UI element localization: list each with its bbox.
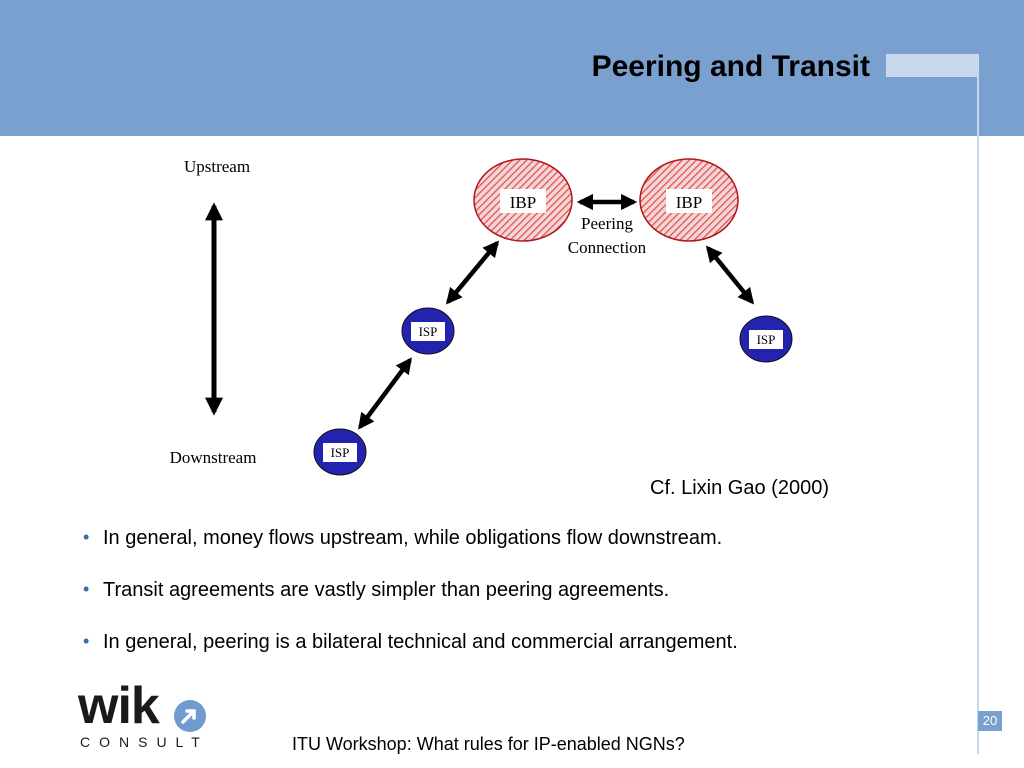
ibp-right-label: IBP bbox=[676, 193, 702, 212]
peering-label-line2: Connection bbox=[568, 238, 647, 257]
bullet-item: • In general, money flows upstream, while… bbox=[80, 527, 738, 553]
vertical-rule bbox=[977, 54, 979, 754]
upstream-label: Upstream bbox=[184, 157, 250, 176]
logo-subtitle: CONSULT bbox=[80, 734, 209, 750]
header-band bbox=[0, 0, 1024, 136]
bullet-text: In general, money flows upstream, while … bbox=[103, 527, 723, 549]
ibp-left-label: IBP bbox=[510, 193, 536, 212]
wik-consult-logo: wik CONSULT bbox=[78, 677, 218, 760]
transit-arrow-right bbox=[705, 245, 755, 305]
isp-node-bottom: ISP bbox=[313, 428, 367, 476]
bullet-text: Transit agreements are vastly simpler th… bbox=[103, 579, 670, 601]
bullet-text: In general, peering is a bilateral techn… bbox=[103, 631, 738, 653]
logo-wordmark: wik bbox=[78, 677, 160, 735]
downstream-label: Downstream bbox=[170, 448, 257, 467]
ibp-node-left: IBP bbox=[473, 158, 573, 242]
isp-bottom-label: ISP bbox=[331, 445, 350, 460]
bullet-list: • In general, money flows upstream, while… bbox=[80, 527, 738, 683]
bullet-dot-icon: • bbox=[83, 631, 90, 651]
peering-label-line1: Peering bbox=[581, 214, 633, 233]
isp-middle-label: ISP bbox=[419, 324, 438, 339]
transit-arrow-left bbox=[445, 240, 500, 305]
bullet-item: • In general, peering is a bilateral tech… bbox=[80, 631, 738, 657]
isp-right-label: ISP bbox=[757, 332, 776, 347]
arrow-circle-icon bbox=[174, 700, 206, 732]
ibp-node-right: IBP bbox=[639, 158, 739, 242]
citation: Cf. Lixin Gao (2000) bbox=[650, 477, 829, 499]
bullet-dot-icon: • bbox=[83, 579, 90, 599]
slide-title: Peering and Transit bbox=[591, 50, 870, 83]
isp-node-right: ISP bbox=[739, 315, 793, 363]
bullet-item: • Transit agreements are vastly simpler t… bbox=[80, 579, 738, 605]
footer-text: ITU Workshop: What rules for IP-enabled … bbox=[292, 734, 685, 754]
header-accent-bar bbox=[886, 54, 978, 77]
isp-node-middle: ISP bbox=[401, 307, 455, 355]
transit-arrow-bottom bbox=[358, 357, 412, 430]
page-number: 20 bbox=[978, 711, 1002, 731]
bullet-dot-icon: • bbox=[83, 527, 90, 547]
